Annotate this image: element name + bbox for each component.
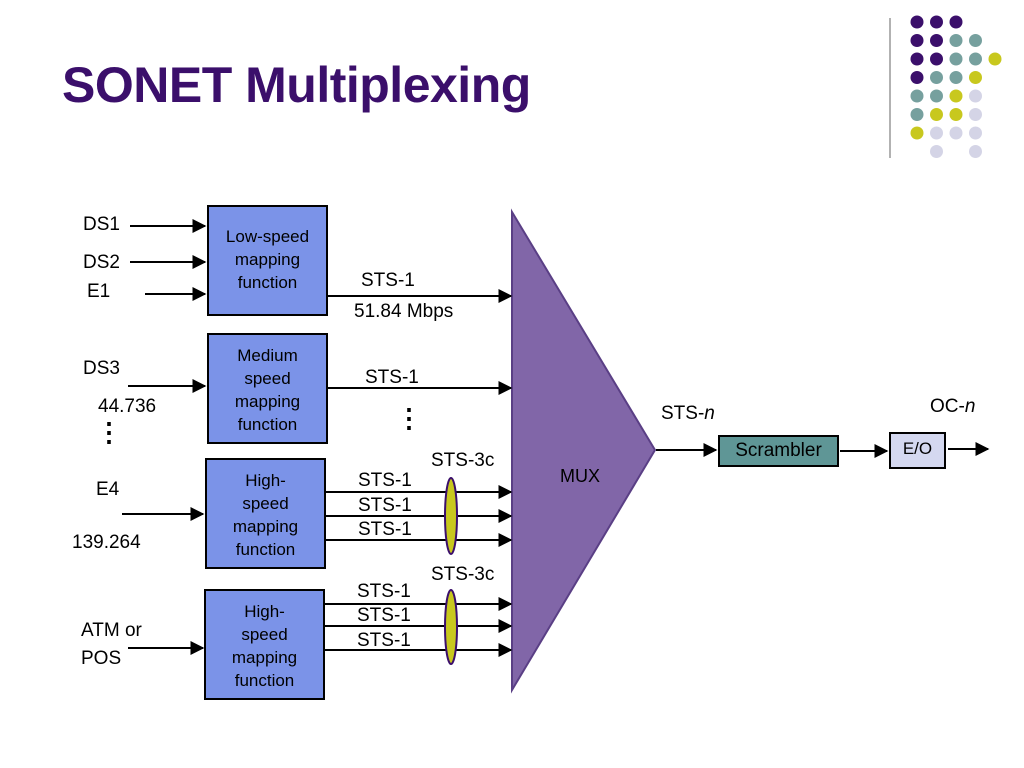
decorative-dot xyxy=(969,34,982,47)
eo-box: E/O xyxy=(889,432,946,469)
signal-ellipsis: ⋮ xyxy=(396,403,422,433)
mux-label: MUX xyxy=(560,466,600,486)
decorative-dot xyxy=(910,34,924,47)
decorative-dot xyxy=(988,52,1002,66)
sts-n-suffix: n xyxy=(704,403,715,424)
sts3c-1-sts1-a: STS-1 xyxy=(358,470,412,491)
sts1-low-label: STS-1 xyxy=(361,270,415,291)
input-ellipsis: ⋮ xyxy=(96,417,122,447)
sts3c-label-1: STS-3c xyxy=(431,450,495,471)
mux-triangle xyxy=(511,208,657,694)
e4-label: E4 xyxy=(96,479,120,500)
sts3c-1-sts1-c: STS-1 xyxy=(358,519,412,540)
decorative-dot xyxy=(969,145,982,158)
low-speed-mapping-text: Low-speed mapping function xyxy=(225,227,310,292)
oc-n-prefix: OC- xyxy=(930,396,965,417)
sts3c-2-sts1-c: STS-1 xyxy=(357,630,411,651)
decorative-dot xyxy=(910,71,924,84)
ds3-rate-label: 44.736 xyxy=(98,396,157,417)
decorative-dot xyxy=(969,52,982,66)
page-title: SONET Multiplexing xyxy=(62,57,531,113)
high-speed-mapping-text-1: High- speed mapping function xyxy=(232,471,299,559)
decorative-dot xyxy=(949,52,963,66)
decorative-dot xyxy=(930,71,943,84)
sts1-rate-label: 51.84 Mbps xyxy=(354,301,454,322)
sts3c-label-2: STS-3c xyxy=(431,564,495,585)
decorative-dot xyxy=(949,126,963,140)
decorative-dot xyxy=(910,126,924,140)
oc-n-label: OC-n xyxy=(930,396,975,418)
medium-speed-mapping-text: Medium speed mapping function xyxy=(234,346,301,434)
e1-label: E1 xyxy=(87,281,111,302)
atm-label: ATM or xyxy=(81,620,142,641)
decorative-dot xyxy=(930,126,943,140)
pos-label: POS xyxy=(81,648,122,669)
high-speed-mapping-box-1: High- speed mapping function xyxy=(205,458,326,569)
decorative-dot xyxy=(969,126,982,140)
decorative-dot xyxy=(949,15,963,29)
ds2-label: DS2 xyxy=(83,252,120,273)
scrambler-box: Scrambler xyxy=(718,435,839,467)
ds3-label: DS3 xyxy=(83,358,120,379)
decorative-dot xyxy=(930,15,943,29)
high-speed-mapping-box-2: High- speed mapping function xyxy=(204,589,325,700)
decorative-dot xyxy=(949,34,963,47)
sts3c-2-sts1-a: STS-1 xyxy=(357,581,411,602)
sts1-medium-label: STS-1 xyxy=(365,367,419,388)
decorative-dot xyxy=(949,71,963,84)
sts3c-2-sts1-b: STS-1 xyxy=(357,605,411,626)
decorative-dot xyxy=(930,108,943,121)
decorative-dot xyxy=(930,52,943,66)
decorative-dot xyxy=(930,89,943,103)
decorative-dot xyxy=(969,89,982,103)
sts-n-prefix: STS- xyxy=(661,403,705,424)
decorative-dot xyxy=(969,71,982,84)
e4-rate-label: 139.264 xyxy=(72,532,141,553)
decorative-dot xyxy=(930,145,943,158)
sts3c-ellipse-1 xyxy=(444,477,458,555)
sts-n-label: STS-n xyxy=(661,403,715,425)
decorative-dot xyxy=(910,89,924,103)
decorative-dot xyxy=(930,34,943,47)
decorative-dot xyxy=(910,52,924,66)
ds1-label: DS1 xyxy=(83,214,120,235)
decorative-dot xyxy=(910,108,924,121)
decorative-dot xyxy=(969,108,982,121)
sts3c-ellipse-2 xyxy=(444,589,458,665)
decorative-dot xyxy=(949,89,963,103)
dot-pattern xyxy=(910,15,1002,158)
low-speed-mapping-box: Low-speed mapping function xyxy=(207,205,328,316)
medium-speed-mapping-box: Medium speed mapping function xyxy=(207,333,328,444)
high-speed-mapping-text-2: High- speed mapping function xyxy=(231,602,298,690)
oc-n-suffix: n xyxy=(964,396,976,417)
sts3c-1-sts1-b: STS-1 xyxy=(358,495,412,516)
decorative-dot xyxy=(910,15,924,29)
decorative-dot xyxy=(949,108,963,121)
